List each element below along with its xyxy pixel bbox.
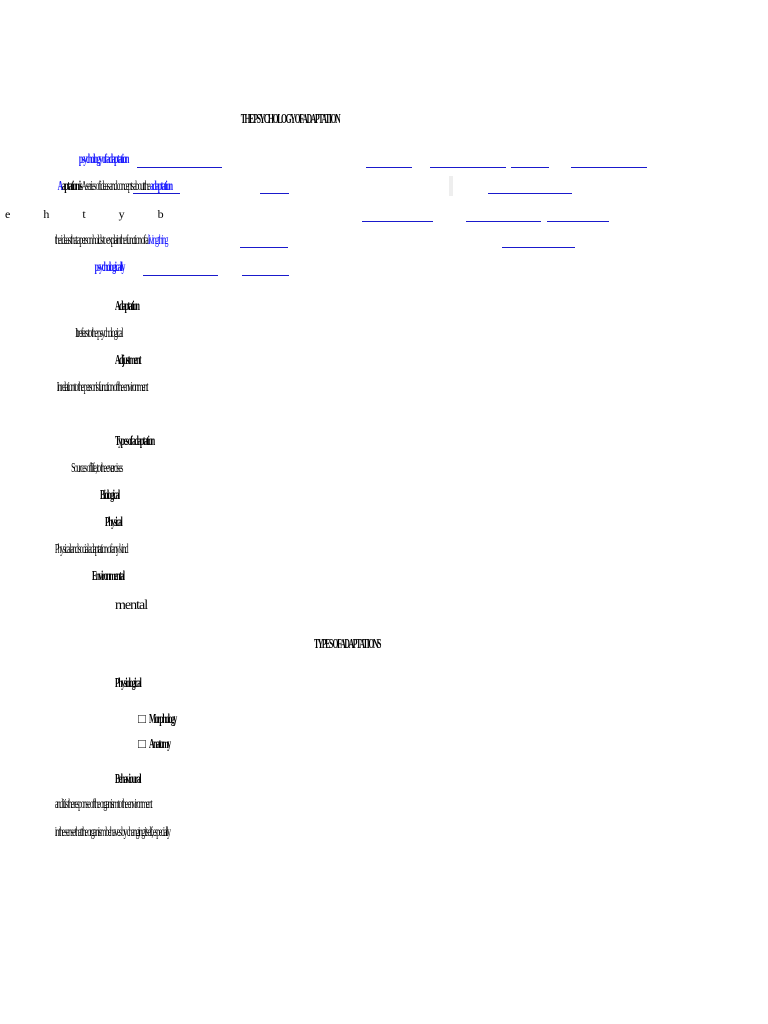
intro-line-2-c: A series of ideas and concepts about the [81, 179, 150, 194]
bullet-item-morphology: □ Morphology [138, 711, 198, 728]
link-underline[interactable] [502, 247, 575, 248]
body-item-2: Adjustment [115, 353, 142, 368]
link-underline[interactable] [242, 275, 289, 276]
bullet-item-anatomy: □ Anatomy [138, 736, 187, 753]
body-item-6: Environmental [92, 569, 125, 584]
link-underline[interactable] [240, 247, 288, 248]
link-underline[interactable] [143, 275, 218, 276]
intro-line-2: A aptation is A series of ideas and conc… [57, 179, 173, 195]
link-underline[interactable] [547, 221, 609, 222]
intro-line-3: e h t y b [5, 207, 179, 221]
intro-line-4: the ideas that a person holds to explain… [54, 233, 169, 249]
link-underline[interactable] [260, 193, 289, 194]
body-line-3: Sources of life, to the exercises [71, 461, 123, 476]
link-underline[interactable] [137, 167, 222, 168]
intro-line-4-c: living thing [147, 233, 169, 248]
body-item-4: Biological [100, 488, 120, 503]
section2-line-1: and it is the response of the organism t… [54, 797, 153, 812]
body-line-2: In relation to the person's function of … [56, 380, 149, 395]
body-item-3: Types of adaptation [115, 434, 155, 449]
document-title: THE PSYCHOLOGY OF ADAPTATION [240, 112, 341, 127]
link-underline[interactable] [430, 167, 506, 168]
bullet-text: Morphology [149, 712, 177, 727]
intro-line-4-a: the ideas that a person holds to explain [54, 233, 121, 248]
body-item-5: Physical [105, 515, 123, 530]
intro-line-4-b: the function of a [119, 233, 149, 248]
body-line-4: Physical and social adaptation of any ki… [54, 542, 129, 557]
body-line-1: It refers to the psychological [75, 326, 123, 341]
section2-item-1: Physiological [115, 676, 142, 691]
intro-line-5: psychologically [94, 260, 126, 275]
intro-line-2-d: adaptation [149, 179, 173, 194]
text-cursor-ghost [449, 176, 453, 196]
link-underline[interactable] [511, 167, 549, 168]
intro-line-2-b: aptation is [61, 179, 83, 194]
section2-line-2: in the sense that the organism behaves b… [54, 825, 171, 840]
bullet-text: Anatomy [149, 737, 171, 752]
body-line-5: mental [115, 598, 148, 613]
link-underline[interactable] [466, 221, 541, 222]
section-heading-types: TYPES OF ADAPTATIONS [313, 637, 381, 652]
link-underline[interactable] [366, 167, 412, 168]
bullet-glyph: □ [138, 736, 146, 751]
bullet-glyph: □ [138, 711, 146, 726]
intro-line-1: psychology of adaptation [78, 152, 130, 167]
link-underline[interactable] [571, 167, 647, 168]
link-underline[interactable] [133, 193, 180, 194]
intro-line-2-a: A [57, 179, 63, 194]
link-underline[interactable] [362, 221, 433, 222]
body-item-1: Adaptation [115, 299, 140, 314]
section2-item-2: Behavioural [115, 772, 141, 787]
link-underline[interactable] [488, 193, 572, 194]
